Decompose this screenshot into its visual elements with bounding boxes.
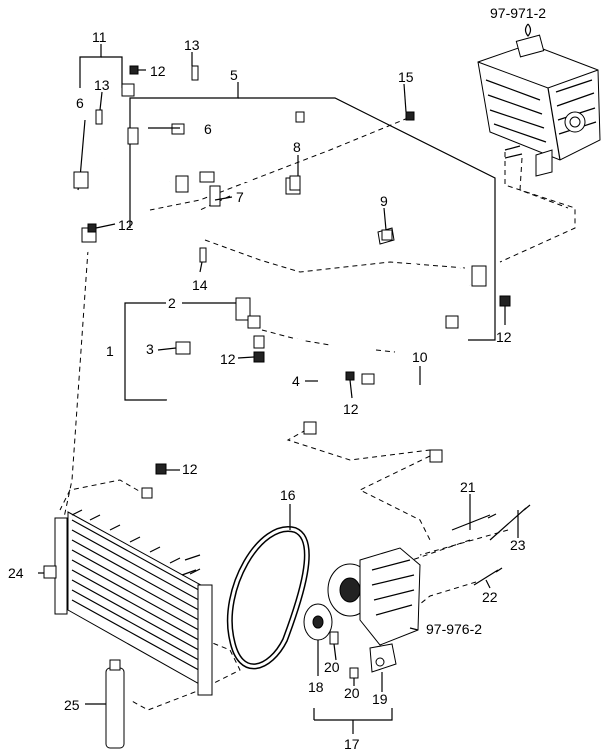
condenser <box>43 509 213 696</box>
callout-21: 21 <box>460 479 476 495</box>
suction-hose-10 <box>361 373 446 463</box>
callout-14: 14 <box>192 277 208 293</box>
callout-4: 4 <box>292 373 300 389</box>
callout-numbers: 11 13 12 5 15 13 6 6 8 7 9 12 14 12 2 1 … <box>8 29 526 752</box>
callout-1: 1 <box>106 343 114 359</box>
callout-3: 3 <box>146 341 154 357</box>
callout-5: 5 <box>230 67 238 83</box>
callout-18: 18 <box>308 679 324 695</box>
evaporator-unit <box>477 34 601 177</box>
callout-12e: 12 <box>343 401 359 417</box>
callout-12c: 12 <box>496 329 512 345</box>
heater-unit-reference: 97-971-2 <box>490 5 546 21</box>
callout-23: 23 <box>510 537 526 553</box>
pipe-assembly-1 <box>124 297 261 499</box>
callout-12d: 12 <box>220 351 236 367</box>
callout-7: 7 <box>236 189 244 205</box>
callout-17: 17 <box>344 736 360 752</box>
pipe-assembly-5 <box>127 103 487 329</box>
mounting-bolts <box>451 504 531 586</box>
callout-20b: 20 <box>344 685 360 701</box>
callout-25: 25 <box>64 697 80 713</box>
callout-13a: 13 <box>184 37 200 53</box>
pipe-assembly-11 <box>66 83 135 253</box>
callout-13b: 13 <box>94 77 110 93</box>
callout-8: 8 <box>293 139 301 155</box>
drive-belt <box>226 526 310 670</box>
callout-11: 11 <box>92 29 107 45</box>
callout-leaders <box>38 52 519 705</box>
callout-6b: 6 <box>204 121 212 137</box>
callout-22: 22 <box>482 589 498 605</box>
callout-12f: 12 <box>182 461 198 477</box>
callout-24: 24 <box>8 565 24 581</box>
callout-15: 15 <box>398 69 414 85</box>
receiver-drier <box>105 659 125 749</box>
pipe-group-brackets <box>79 44 496 734</box>
heater-unit-leader <box>524 23 532 37</box>
callout-12b: 12 <box>118 217 134 233</box>
callout-9: 9 <box>380 193 388 209</box>
discharge-hose-4 <box>253 335 324 435</box>
compressor <box>303 547 421 679</box>
callout-20a: 20 <box>324 659 340 675</box>
callout-16: 16 <box>280 487 296 503</box>
small-hardware <box>87 65 511 475</box>
compressor-reference: 97-976-2 <box>426 621 482 637</box>
callout-19: 19 <box>372 691 388 707</box>
callout-6a: 6 <box>76 95 84 111</box>
callout-12a: 12 <box>150 63 166 79</box>
callout-10: 10 <box>412 349 428 365</box>
callout-2: 2 <box>168 295 176 311</box>
